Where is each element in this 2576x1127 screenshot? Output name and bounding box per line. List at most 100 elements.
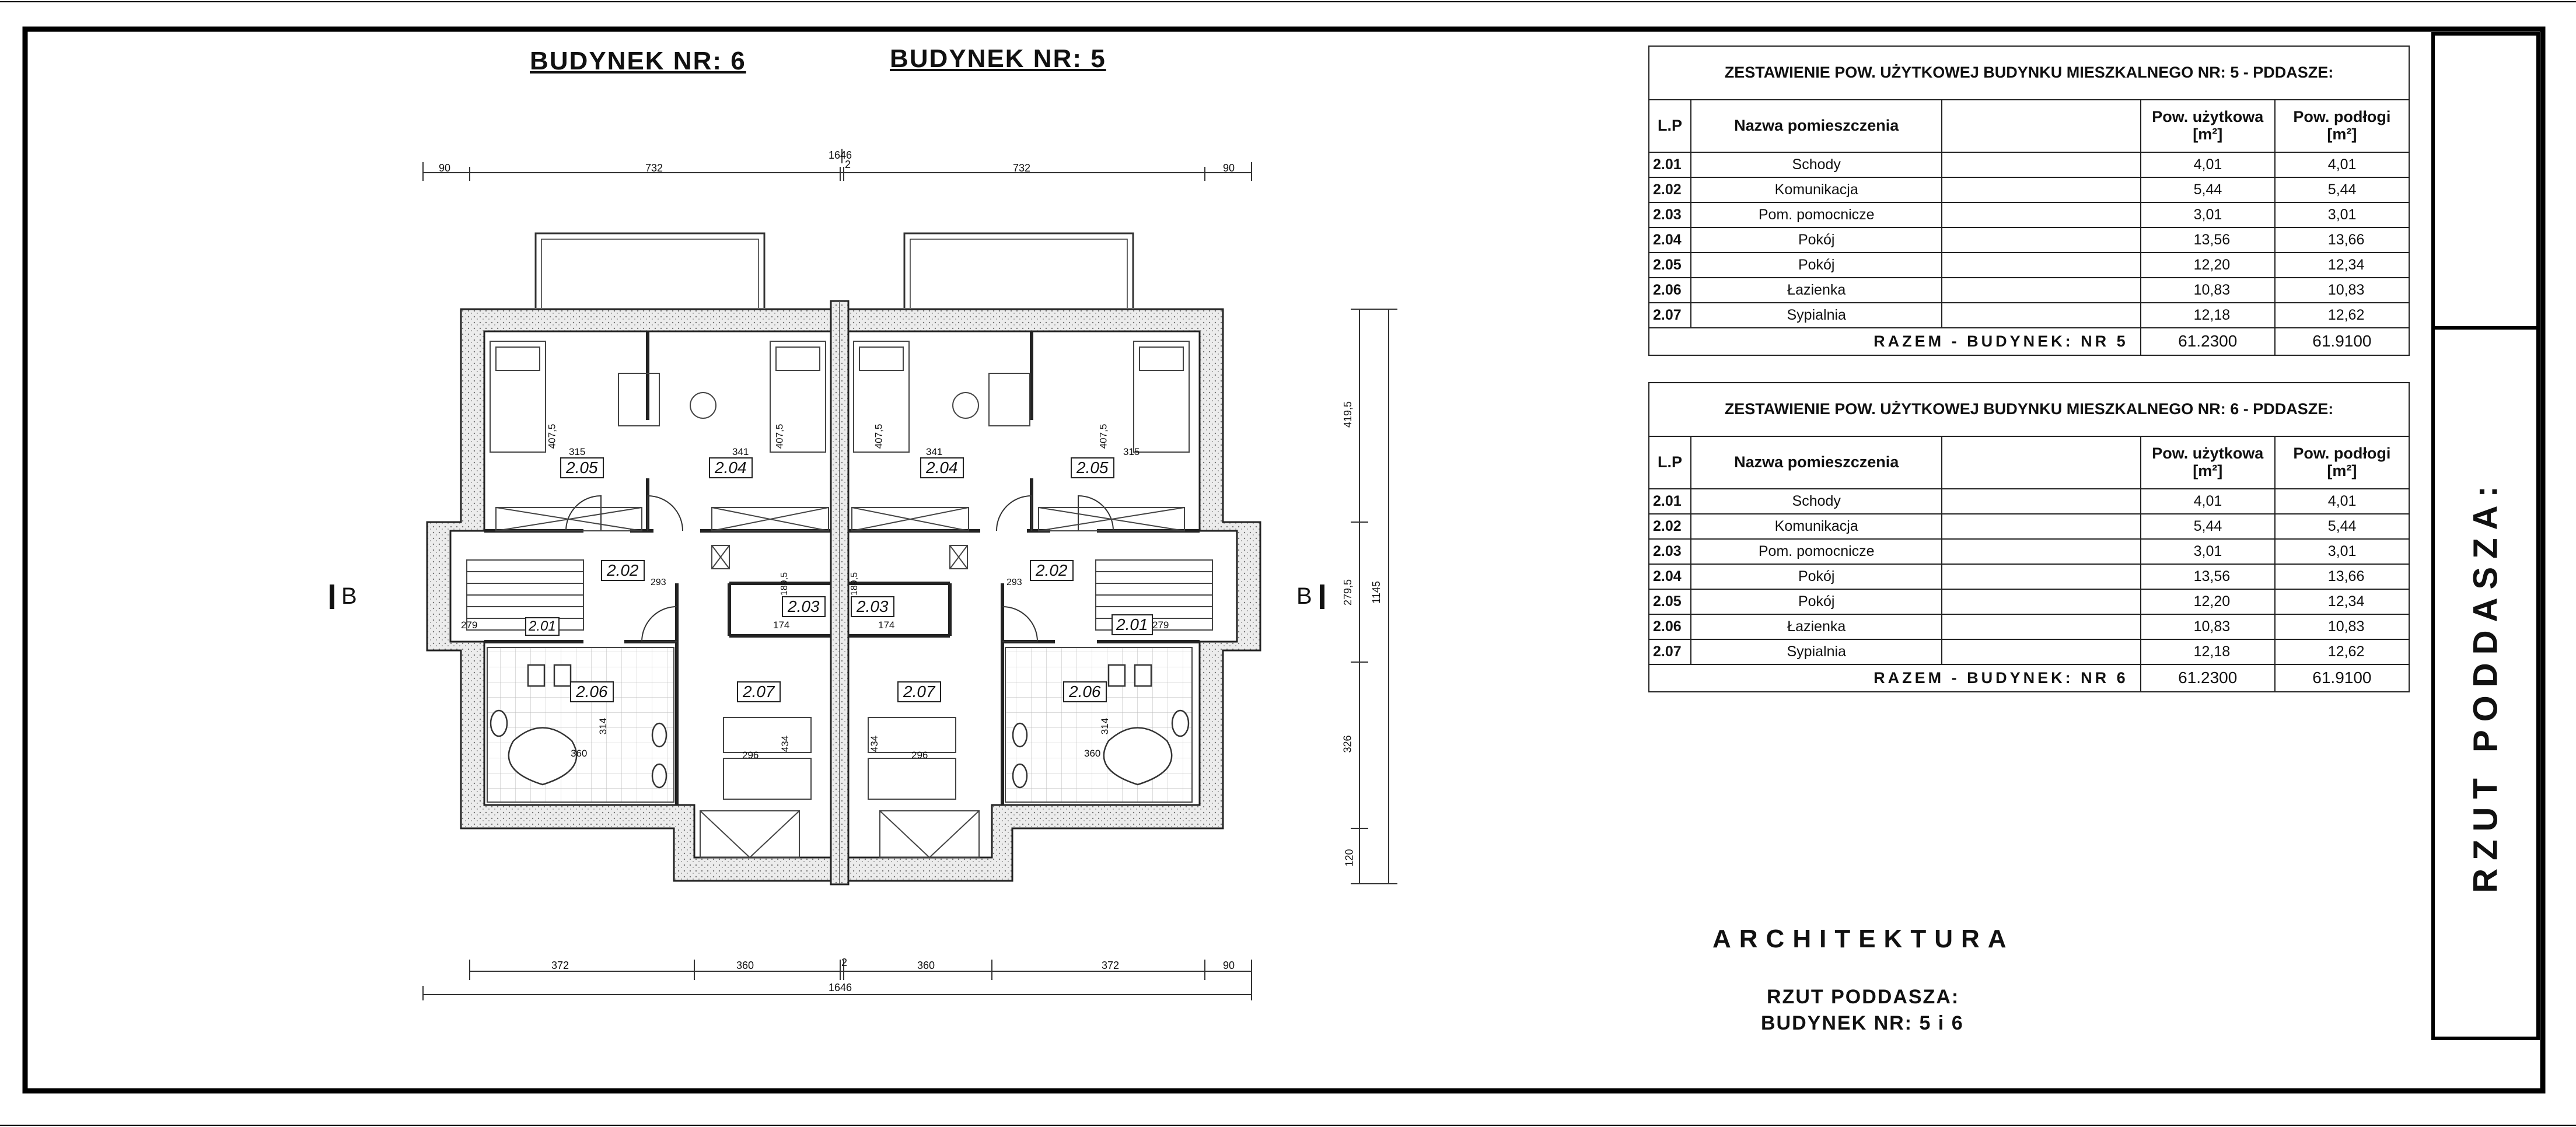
- dim-text: 360: [736, 960, 754, 971]
- dim-text: 341: [732, 446, 749, 457]
- dim-text: 189,5: [850, 572, 860, 596]
- building-title-6: BUDYNEK NR: 6: [530, 47, 746, 75]
- dim-text: 326: [1341, 735, 1354, 753]
- col-header-usable: Pow. użytkowa [m²]: [2140, 99, 2276, 153]
- dim-text: 2: [845, 159, 851, 170]
- dim-text: 90: [439, 162, 451, 174]
- total-label: RAZEM - BUDYNEK: NR 6: [1648, 664, 2141, 692]
- room-tag: 2.01: [525, 617, 560, 636]
- dim-text: 407,5: [873, 424, 885, 449]
- side-title: RZUT PODDASZA:: [2466, 478, 2505, 893]
- dim-text: 189,5: [780, 572, 790, 596]
- dim-text: 360: [917, 960, 935, 971]
- room-tag: 2.06: [570, 681, 614, 702]
- col-header-floor: Pow. podłogi [m²]: [2274, 436, 2410, 489]
- dim-text: 407,5: [774, 424, 785, 449]
- total-usable: 61.2300: [2140, 664, 2276, 692]
- drawing-title-line2: BUDYNEK NR: 5 i 6: [1761, 1012, 1964, 1034]
- building-title-5: BUDYNEK NR: 5: [890, 44, 1106, 73]
- dim-text: 296: [742, 750, 759, 761]
- dim-text: 419,5: [1342, 401, 1354, 428]
- dim-text: 315: [569, 446, 586, 457]
- dim-text: 279: [1152, 620, 1169, 631]
- room-tag: 2.06: [1063, 681, 1107, 702]
- top-dimension-line: [422, 149, 1252, 181]
- floor-plan: [330, 149, 1397, 1000]
- dim-text: 341: [926, 446, 943, 457]
- dim-text: 1646: [829, 982, 852, 993]
- discipline-label: ARCHITEKTURA: [1712, 925, 2015, 953]
- total-floor: 61.9100: [2274, 327, 2410, 356]
- section-marks: [330, 584, 1324, 609]
- table-total-row: RAZEM - BUDYNEK: NR 5 61.2300 61.9100: [1648, 327, 2410, 356]
- dim-text: 279: [461, 620, 478, 631]
- balconies: [534, 232, 1134, 308]
- furniture: [490, 341, 1190, 800]
- dim-text: 360: [1084, 748, 1101, 759]
- col-header-lp: L.P: [1648, 436, 1692, 489]
- dim-text: 407,5: [1097, 424, 1109, 449]
- wardrobes: [495, 507, 1185, 859]
- dim-text: 2: [841, 957, 848, 968]
- section-mark-right: B: [1296, 583, 1312, 609]
- col-header-name: Nazwa pomieszczenia: [1690, 99, 1943, 153]
- dim-text: 314: [597, 718, 609, 735]
- dim-text: 174: [878, 620, 895, 631]
- dim-text: 314: [1099, 718, 1111, 735]
- dim-text: 120: [1343, 849, 1355, 867]
- door-swings: [565, 495, 1114, 642]
- bottom-dimension-line: [422, 960, 1252, 1000]
- dim-text: 315: [1123, 446, 1140, 457]
- col-header-floor: Pow. podłogi [m²]: [2274, 99, 2410, 153]
- section-mark-left: B: [341, 583, 357, 609]
- col-header-usable: Pow. użytkowa [m²]: [2140, 436, 2276, 489]
- room-tag: 2.07: [897, 681, 941, 702]
- dim-text: 174: [773, 620, 790, 631]
- room-tag: 2.03: [851, 596, 894, 617]
- exterior-walls: [426, 300, 1261, 886]
- right-dimension-line: [1351, 309, 1397, 884]
- dim-text: 434: [780, 735, 791, 752]
- dim-text: 360: [571, 748, 588, 759]
- dim-text: 372: [1102, 960, 1120, 971]
- room-tag: 2.04: [920, 457, 964, 478]
- room-tag: 2.03: [782, 596, 826, 617]
- bathrooms: [487, 647, 1193, 803]
- dim-text: 732: [645, 162, 663, 174]
- area-table-building-6: ZESTAWIENIE POW. UŻYTKOWEJ BUDYNKU MIESZ…: [1648, 382, 2410, 692]
- dim-text: 434: [869, 735, 880, 752]
- dim-text: 90: [1223, 162, 1235, 174]
- total-floor: 61.9100: [2274, 664, 2410, 692]
- table-title: ZESTAWIENIE POW. UŻYTKOWEJ BUDYNKU MIESZ…: [1648, 46, 2410, 100]
- room-tag: 2.02: [601, 560, 645, 581]
- room-tag: 2.04: [709, 457, 753, 478]
- room-tag: 2.05: [1071, 457, 1114, 478]
- room-tag: 2.01: [1112, 614, 1153, 635]
- room-tag: 2.05: [560, 457, 604, 478]
- dim-text: 1646: [829, 149, 852, 161]
- dim-text: 732: [1013, 162, 1031, 174]
- dim-text: 293: [651, 578, 666, 587]
- room-tag: 2.02: [1030, 560, 1074, 581]
- table-title: ZESTAWIENIE POW. UŻYTKOWEJ BUDYNKU MIESZ…: [1648, 382, 2410, 437]
- dim-text: 279,5: [1342, 579, 1354, 606]
- dim-text: 296: [911, 750, 928, 761]
- room-tag: 2.07: [737, 681, 781, 702]
- stairs: [466, 559, 1213, 631]
- table-total-row: RAZEM - BUDYNEK: NR 6 61.2300 61.9100: [1648, 664, 2410, 692]
- col-header-name: Nazwa pomieszczenia: [1690, 436, 1943, 489]
- total-usable: 61.2300: [2140, 327, 2276, 356]
